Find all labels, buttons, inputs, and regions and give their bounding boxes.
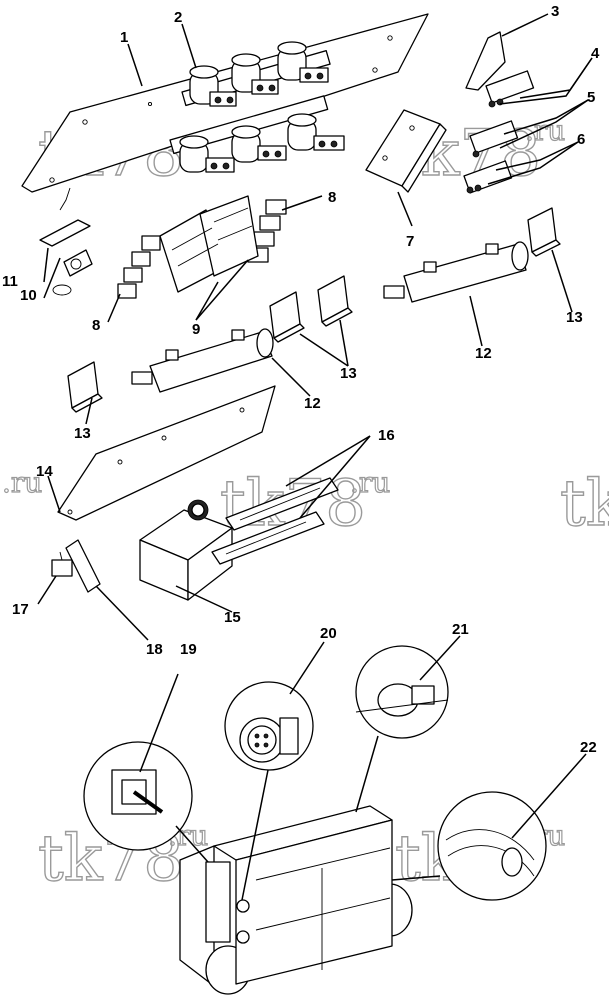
bracket-left — [67, 361, 103, 413]
callout-19: 19 — [180, 641, 197, 658]
callout-13-far-right: 13 — [566, 309, 583, 326]
callout-2: 2 — [174, 9, 182, 26]
callout-5: 5 — [587, 89, 595, 106]
relay-upper-2 — [231, 53, 279, 95]
switch-bracket — [51, 539, 101, 593]
relay-upper-1 — [189, 65, 237, 107]
detail-toggle-switch — [83, 741, 193, 851]
relay-row-upper — [181, 41, 331, 107]
callout-13-mid: 13 — [340, 365, 357, 382]
watermark-mid-center-suffix: .ru — [350, 466, 390, 499]
callout-8-left: 8 — [92, 317, 100, 334]
callout-12-left: 12 — [304, 395, 321, 412]
callout-17: 17 — [12, 601, 29, 618]
callout-12-right: 12 — [475, 345, 492, 362]
callout-9: 9 — [192, 321, 200, 338]
callout-6: 6 — [577, 131, 585, 148]
resistor-left — [131, 328, 274, 393]
resistor-right — [383, 241, 529, 303]
watermark-mid-right: tk78 — [560, 467, 609, 541]
bracket-far-right — [527, 207, 561, 257]
detail-sensor — [355, 645, 449, 739]
callout-21: 21 — [452, 621, 469, 638]
callout-3: 3 — [551, 3, 559, 20]
relay-small-4 — [485, 70, 535, 108]
terminal-strips — [211, 477, 339, 565]
callout-18: 18 — [146, 641, 163, 658]
callout-7: 7 — [406, 233, 414, 250]
relay-lower-3 — [287, 113, 345, 151]
callout-1: 1 — [120, 29, 128, 46]
bracket-mid-1 — [269, 291, 305, 343]
relay-bracket — [365, 109, 447, 193]
callout-13-left: 13 — [74, 425, 91, 442]
callout-14: 14 — [36, 463, 53, 480]
callout-16: 16 — [378, 427, 395, 444]
relay-small-5 — [469, 120, 519, 158]
control-box — [139, 499, 233, 601]
callout-labels: 1 2 3 4 5 6 7 8 8 9 10 11 12 12 13 13 13… — [2, 3, 600, 756]
callout-11: 11 — [2, 273, 18, 290]
terminal-blocks — [159, 195, 259, 293]
callout-20: 20 — [320, 625, 337, 642]
mounting-panel-lower — [57, 385, 276, 521]
callout-4: 4 — [591, 45, 600, 62]
plug-socket — [52, 249, 93, 296]
callout-10: 10 — [20, 287, 37, 304]
connector-block-left — [117, 235, 161, 299]
relay-row-lower — [169, 95, 345, 173]
callout-22: 22 — [580, 739, 597, 756]
relay-upper-3 — [277, 41, 329, 83]
leader-lines — [37, 13, 593, 901]
bracket-small — [39, 187, 91, 247]
cover-plate — [465, 31, 506, 91]
cabinet-assembly — [179, 805, 413, 995]
detail-connector — [224, 681, 314, 771]
watermark-mid-left-suffix: .ru — [2, 466, 42, 499]
bracket-mid-2 — [317, 275, 353, 327]
callout-15: 15 — [224, 609, 241, 626]
relay-lower-1 — [179, 135, 235, 173]
relay-lower-2 — [231, 125, 287, 163]
detail-wiring — [437, 791, 547, 901]
callout-8-right: 8 — [328, 189, 336, 206]
